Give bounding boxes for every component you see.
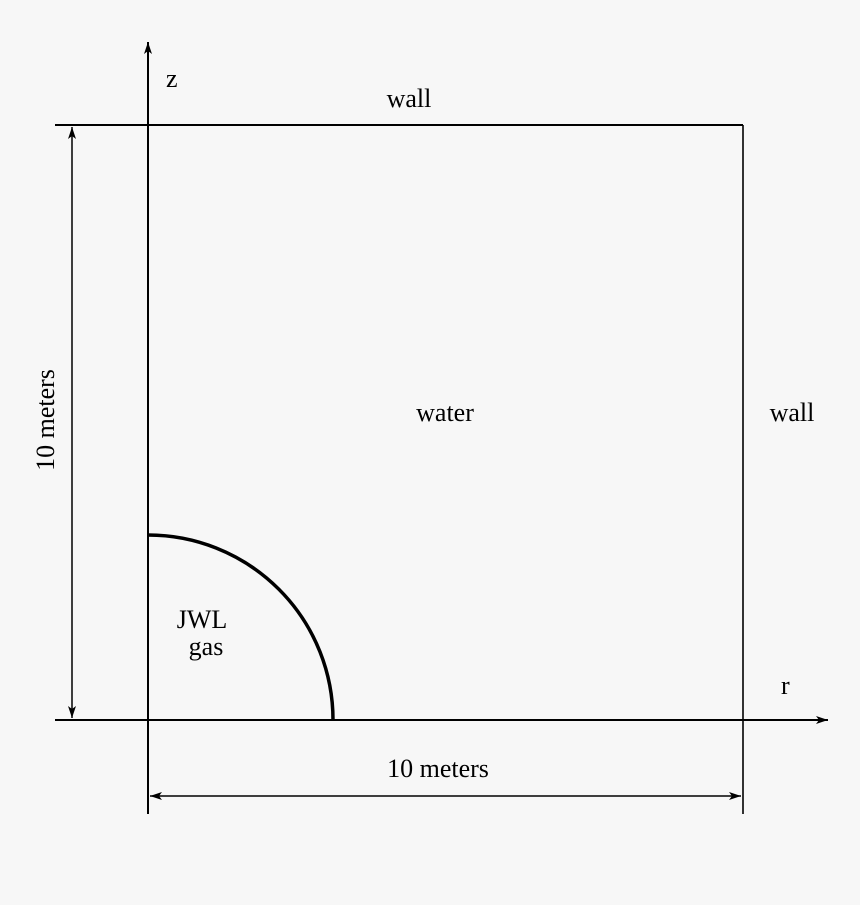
jwl-label: JWL [177, 605, 228, 634]
z-axis-label: z [166, 64, 178, 93]
r-axis-label: r [781, 671, 790, 700]
charge-boundary-arc [147, 533, 335, 721]
top-wall-label: wall [387, 84, 432, 113]
height-dimension-label: 10 meters [31, 369, 60, 471]
gas-label: gas [189, 632, 224, 661]
right-wall-label: wall [770, 398, 815, 427]
width-dimension-label: 10 meters [387, 754, 489, 783]
water-label: water [416, 398, 474, 427]
